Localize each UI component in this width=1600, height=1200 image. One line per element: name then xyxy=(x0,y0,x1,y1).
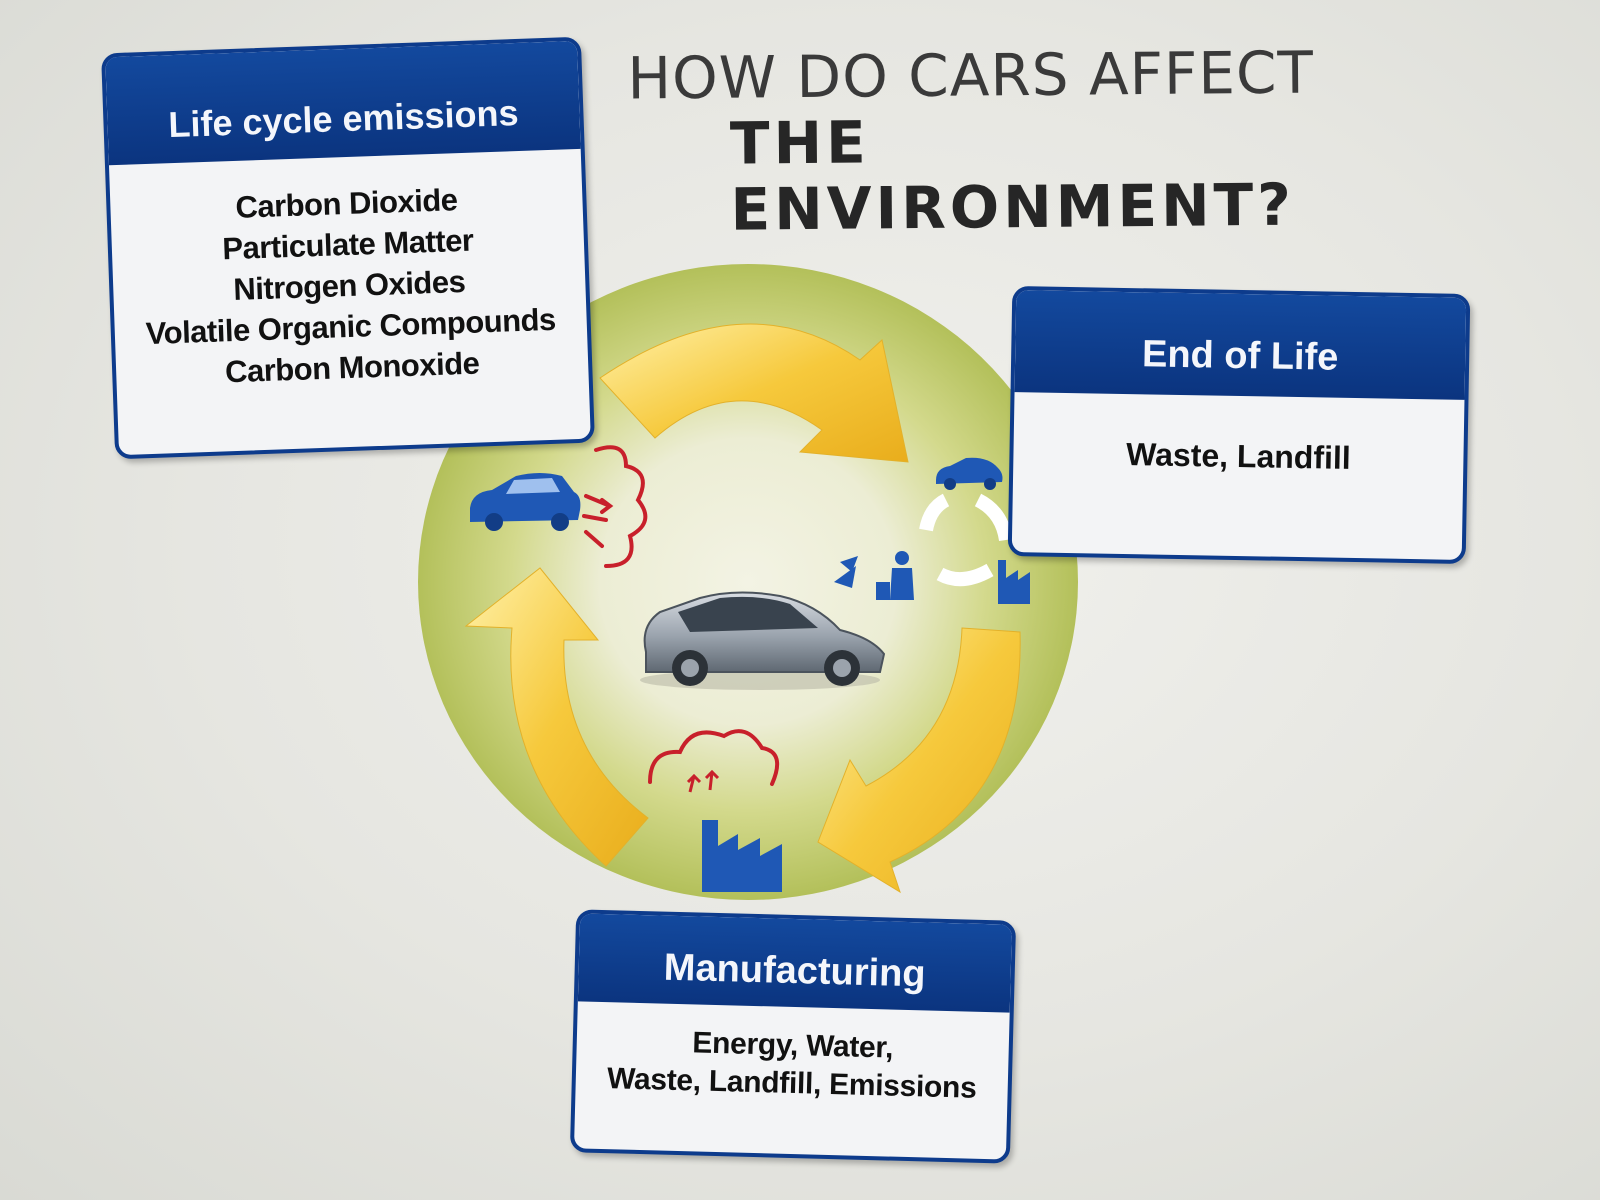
title-line-2: THE ENVIRONMENT? xyxy=(729,108,1296,244)
exhaust-cloud-icon xyxy=(582,445,648,568)
emissions-list: Carbon Dioxide Particulate Matter Nitrog… xyxy=(109,149,589,396)
page-title: HOW DO CARS AFFECT THE ENVIRONMENT? xyxy=(627,39,1429,244)
factory-emissions-icon xyxy=(648,729,782,892)
title-line-1: HOW DO CARS AFFECT xyxy=(627,38,1315,113)
end-of-life-heading: End of Life xyxy=(1014,290,1467,400)
cycle-arrow-top xyxy=(599,323,909,463)
life-cycle-emissions-heading: Life cycle emissions xyxy=(105,40,581,166)
recycle-car-icon xyxy=(936,457,1003,490)
small-car-icon xyxy=(470,473,581,531)
life-cycle-emissions-box: Life cycle emissions Carbon Dioxide Part… xyxy=(101,36,595,460)
manufacturing-text: Energy, Water, Waste, Landfill, Emission… xyxy=(575,1001,1009,1108)
manufacturing-box: Manufacturing Energy, Water, Waste, Land… xyxy=(569,909,1017,1164)
waste-person-icon xyxy=(834,551,914,600)
cycle-arrow-left xyxy=(464,567,649,867)
recycle-factory-icon xyxy=(998,560,1030,604)
end-of-life-text: Waste, Landfill xyxy=(1125,436,1352,476)
cycle-arrow-right xyxy=(817,627,1021,894)
recycling-icon xyxy=(919,493,1013,587)
end-of-life-box: End of Life Waste, Landfill xyxy=(1007,286,1471,564)
manufacturing-heading: Manufacturing xyxy=(577,913,1013,1013)
hybrid-car-icon xyxy=(640,591,886,690)
